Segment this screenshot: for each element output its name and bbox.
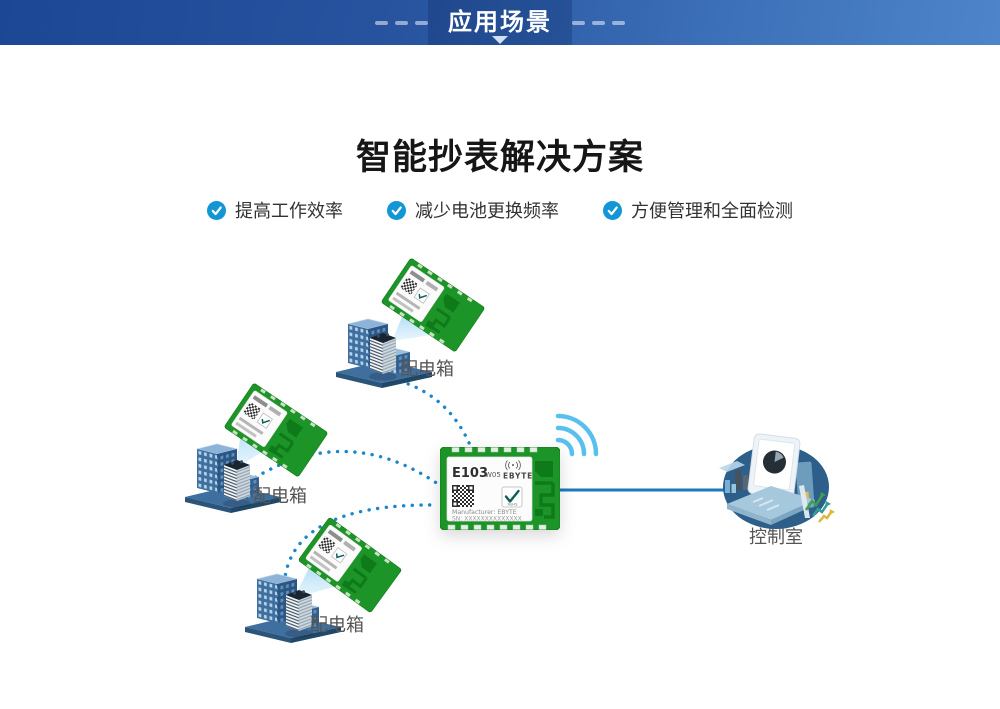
wifi-signal-icon	[555, 413, 599, 457]
module-variant: W05	[485, 471, 501, 479]
check-icon	[603, 200, 622, 220]
rf-module-e103: E103 W05 EBYTE RoHS Manufacturer: EBYTE …	[440, 447, 560, 530]
section-banner: 应用场景	[0, 0, 1000, 45]
rohs-badge: RoHS	[501, 486, 523, 508]
laptop-screen	[747, 433, 801, 499]
antenna-logo-icon	[505, 460, 521, 471]
solution-title: 智能抄表解决方案	[355, 138, 644, 178]
distribution-box-illustration	[366, 329, 400, 381]
module-model: E103	[452, 466, 488, 481]
feature-item: 提高工作效率	[207, 197, 343, 223]
feature-label: 减少电池更换频率	[415, 201, 559, 222]
caret-down-icon	[492, 36, 508, 44]
svg-text:RoHS: RoHS	[508, 502, 519, 507]
label-distribution-box: 配电箱	[310, 615, 364, 636]
banner-dashes-right	[572, 20, 625, 25]
module-serial: SN: XXXXXXXXXXXXXX	[452, 516, 522, 523]
feature-item: 方便管理和全面检测	[603, 197, 793, 223]
feature-label: 提高工作效率	[235, 201, 343, 222]
check-icon	[387, 200, 406, 220]
label-control-room: 控制室	[749, 527, 803, 548]
pcb-antenna-trace	[535, 461, 553, 477]
banner-title: 应用场景	[448, 8, 552, 36]
check-icon	[207, 200, 226, 220]
feature-list: 提高工作效率 减少电池更换频率 方便管理和全面检测	[0, 197, 1000, 223]
feature-label: 方便管理和全面检测	[631, 201, 793, 222]
distribution-box-illustration	[220, 456, 254, 508]
feature-item: 减少电池更换频率	[387, 197, 559, 223]
label-distribution-box: 配电箱	[400, 359, 454, 380]
banner-dashes-left	[375, 20, 428, 25]
control-room-illustration	[719, 433, 835, 529]
module-manufacturer: Manufacturer: EBYTE	[452, 509, 517, 516]
module-brand: EBYTE	[503, 472, 533, 481]
label-distribution-box: 配电箱	[253, 486, 307, 507]
